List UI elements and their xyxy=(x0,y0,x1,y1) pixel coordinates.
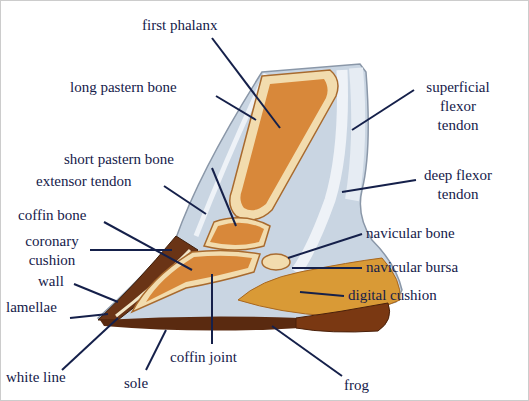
part-label: coffin joint xyxy=(170,348,237,367)
bone-marrow xyxy=(240,79,327,210)
leader-lines xyxy=(62,38,416,376)
frog-shape xyxy=(296,303,390,332)
short-pastern-bone xyxy=(204,218,270,250)
bone-marrow xyxy=(210,223,264,245)
sole-band xyxy=(100,316,300,330)
part-label: short pastern bone xyxy=(64,150,174,169)
part-label: navicular bone xyxy=(366,224,455,243)
part-label: deep flexor tendon xyxy=(418,166,498,204)
part-label: long pastern bone xyxy=(70,78,177,97)
part-label: extensor tendon xyxy=(36,172,131,191)
part-label: first phalanx xyxy=(142,16,217,35)
part-label: digital cushion xyxy=(348,286,437,305)
part-label: coffin bone xyxy=(18,206,86,225)
superficial-tendon xyxy=(352,68,358,200)
part-label: sole xyxy=(124,374,148,393)
part-label: frog xyxy=(344,376,369,395)
navicular-bone-shape xyxy=(262,254,290,270)
coffin-bone-shape xyxy=(132,250,260,312)
long-pastern-bone xyxy=(230,70,338,220)
part-label: lamellae xyxy=(6,298,57,317)
part-label: white line xyxy=(6,368,66,387)
limb-skin xyxy=(98,64,402,326)
part-label: coronary cushion xyxy=(16,232,88,270)
bone-marrow xyxy=(146,256,252,302)
part-label: superficial flexor tendon xyxy=(418,78,498,135)
part-label: wall xyxy=(38,272,64,291)
part-label: navicular bursa xyxy=(366,258,458,277)
